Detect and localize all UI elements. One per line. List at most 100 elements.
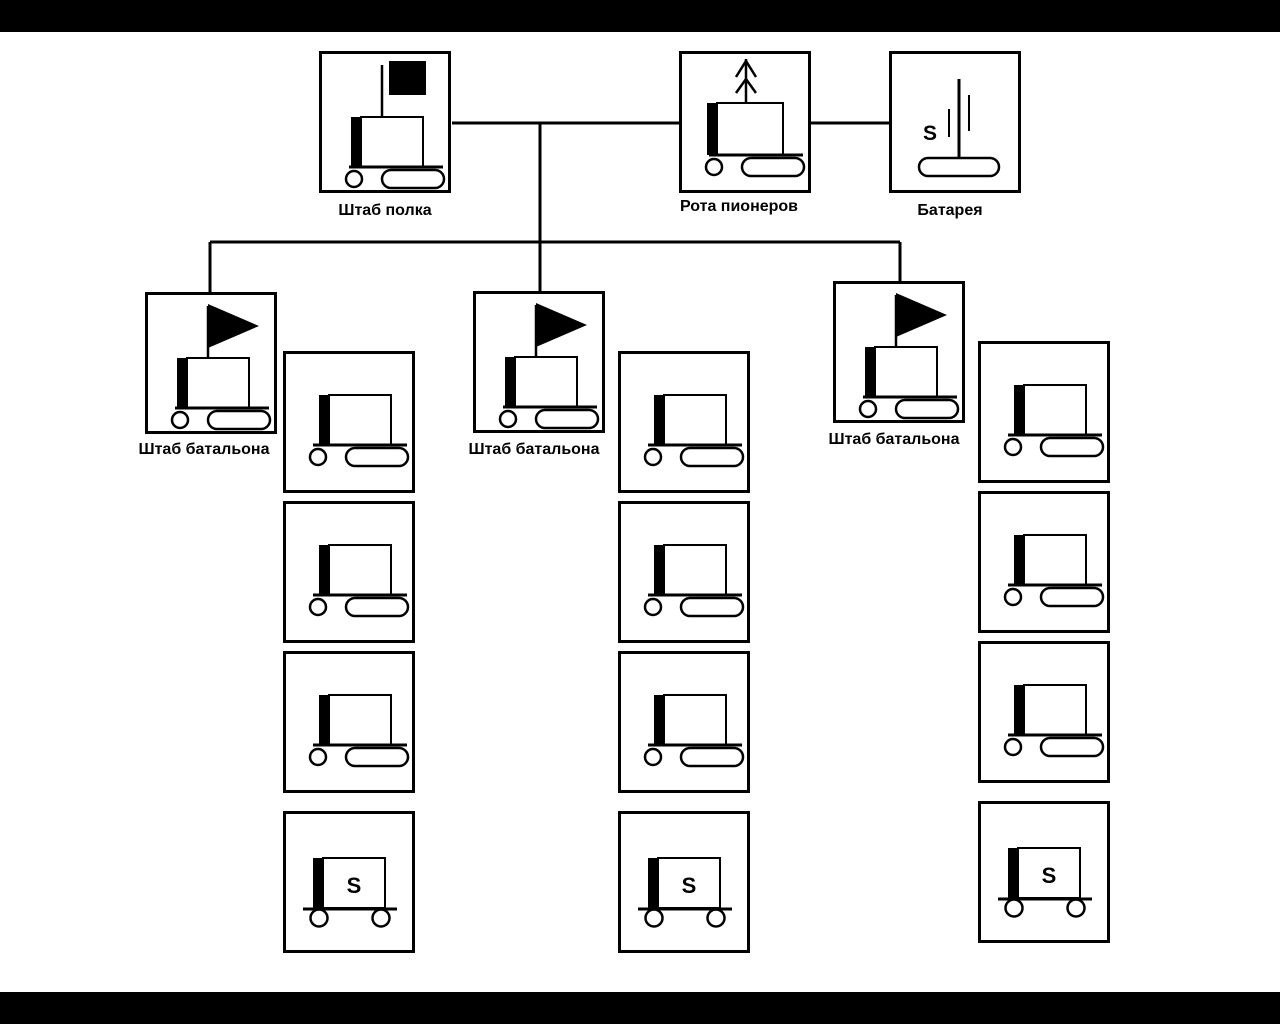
track [679,746,745,768]
regiment-hq-label: Штаб полка [338,202,431,219]
battalion-hq-2 [473,291,605,433]
battalion-1-subunit-3 [283,651,415,793]
track [679,446,745,468]
road-wheel [308,597,328,617]
vehicle-cab [707,103,717,155]
vehicle-cab [313,858,323,908]
battery-label: Батарея [917,202,982,219]
vehicle-body [514,356,578,408]
battalion-1-subunit-2 [283,501,415,643]
vehicle-cab [1014,685,1024,735]
battalion-hq-3 [833,281,965,423]
battalion-3-subunit-3 [978,641,1110,783]
battery-unit: S [889,51,1021,193]
pioneer-company-unit [679,51,811,193]
regiment-hq-unit [319,51,451,193]
vehicle-body [663,394,727,446]
vehicle-cab [505,357,515,407]
road-wheel [1003,737,1023,757]
bottom-letterbox [0,992,1280,1024]
vehicle-cab [319,695,329,745]
vehicle-cab [177,358,187,408]
vehicle-cab [351,117,361,167]
vehicle-cab [1008,848,1018,898]
vehicle-cab [648,858,658,908]
track [679,596,745,618]
unit-letter: S [923,122,937,145]
symbol-frame [283,811,415,953]
battalion-2-subunit-1 [618,351,750,493]
vehicle-cab [319,395,329,445]
vehicle-cab [654,695,664,745]
track [534,408,600,430]
battalion-1-subunit-1 [283,351,415,493]
vehicle-cab [654,545,664,595]
battalion-3-subunit-4: S [978,801,1110,943]
track [894,398,960,420]
vehicle-body [328,394,392,446]
battalion-hq-label-1: Штаб батальона [139,441,270,458]
road-wheel [643,597,663,617]
battalion-hq-1 [145,292,277,434]
vehicle-body [663,694,727,746]
vehicle-body [186,357,250,409]
track [344,746,410,768]
battalion-hq-label-3: Штаб батальона [829,431,960,448]
battalion-1-subunit-4: S [283,811,415,953]
gun-carriage [917,156,1001,178]
road-wheel [643,447,663,467]
arrow-head-2 [734,76,758,94]
track [1039,736,1105,758]
battalion-3-subunit-1 [978,341,1110,483]
road-wheel [643,747,663,767]
pioneer-company-label: Рота пионеров [680,198,798,215]
track [1039,586,1105,608]
wheel [644,908,664,928]
track [1039,436,1105,458]
flag [536,303,587,347]
unit-letter: S [682,873,697,898]
arrow-head [734,58,758,78]
track [206,409,272,431]
road-wheel [170,410,190,430]
road-wheel [858,399,878,419]
battalion-2-subunit-4: S [618,811,750,953]
vehicle-cab [1014,385,1024,435]
vehicle-cab [865,347,875,397]
wheel [371,908,391,928]
wheel [1066,898,1086,918]
track [344,596,410,618]
vehicle-body [1023,384,1087,436]
unit-letter: S [347,873,362,898]
wheel [309,908,329,928]
vehicle-body [1023,684,1087,736]
vehicle-body [874,346,938,398]
track [380,168,446,190]
road-wheel [498,409,518,429]
vehicle-cab [1014,535,1024,585]
road-wheel [1003,437,1023,457]
vehicle-body [716,102,784,156]
battalion-2-subunit-3 [618,651,750,793]
vehicle-body [328,544,392,596]
road-wheel [1003,587,1023,607]
track [344,446,410,468]
flag [208,304,259,348]
top-letterbox [0,0,1280,32]
vehicle-body [1023,534,1087,586]
wheel [706,908,726,928]
flag [389,61,426,95]
flag [896,293,947,337]
road-wheel [704,157,724,177]
vehicle-body [328,694,392,746]
vehicle-body [663,544,727,596]
road-wheel [308,747,328,767]
vehicle-body [360,116,424,168]
track [740,156,806,178]
vehicle-cab [654,395,664,445]
wheel [1004,898,1024,918]
battalion-3-subunit-2 [978,491,1110,633]
connectors [208,121,902,293]
vehicle-cab [319,545,329,595]
